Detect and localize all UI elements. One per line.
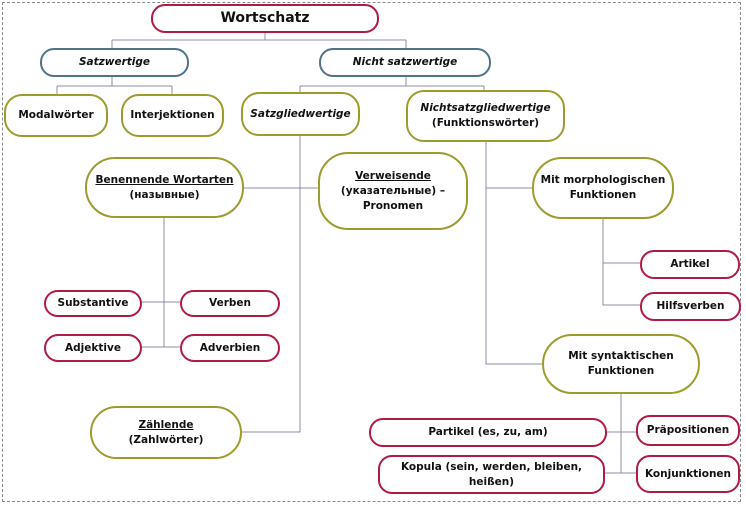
node-interjektionen: Interjektionen	[121, 94, 224, 137]
node-satzgliedwertige: Satzgliedwertige	[241, 92, 360, 136]
node-modalwoerter-label: Modalwörter	[18, 109, 94, 121]
node-nicht-satzwertige: Nicht satzwertige	[319, 48, 491, 77]
node-verben: Verben	[180, 290, 280, 317]
node-benennende-wortarten: Benennende Wortarten (назывные)	[85, 157, 244, 218]
node-wortschatz-label: Wortschatz	[220, 10, 310, 26]
node-benennende-line1: Benennende Wortarten	[95, 173, 234, 186]
node-wortschatz: Wortschatz	[151, 4, 379, 33]
node-morph-line2: Funktionen	[569, 189, 637, 201]
node-verben-label: Verben	[209, 297, 251, 309]
node-substantive: Substantive	[44, 290, 142, 317]
connector-root	[111, 33, 407, 48]
connector-satzwertige	[56, 77, 173, 94]
node-synt-line1: Mit syntaktischen	[568, 350, 674, 362]
node-konjunktionen-label: Konjunktionen	[644, 467, 732, 480]
node-satzwertige: Satzwertige	[40, 48, 189, 77]
node-nichtsatzgliedwertige-line2: (Funktionswörter)	[431, 117, 540, 129]
node-satzwertige-label: Satzwertige	[78, 56, 151, 68]
connector-nichtsatz-trunk	[485, 142, 542, 365]
node-benennende-line2: (назывные)	[129, 188, 200, 201]
node-zaehlende: Zählende (Zahlwörter)	[90, 406, 242, 459]
node-adjektive: Adjektive	[44, 334, 142, 362]
connector-satzgliedwertige-trunk	[242, 136, 301, 433]
node-verweisende-line3: Pronomen	[362, 199, 424, 212]
node-hilfsverben-label: Hilfsverben	[656, 300, 725, 312]
node-verweisende: Verweisende (указательные) – Pronomen	[318, 152, 468, 230]
node-artikel: Artikel	[640, 250, 740, 279]
node-partikel: Partikel (es, zu, am)	[369, 418, 607, 447]
node-substantive-label: Substantive	[57, 297, 129, 309]
connector-wortarten	[142, 218, 180, 348]
node-morph-line1: Mit morphologischen	[540, 174, 666, 186]
node-modalwoerter: Modalwörter	[4, 94, 108, 137]
node-artikel-label: Artikel	[670, 258, 710, 270]
node-syntaktische-funktionen: Mit syntaktischen Funktionen	[542, 334, 700, 394]
node-adverbien: Adverbien	[180, 334, 280, 362]
node-zaehlende-line1: Zählende	[138, 418, 194, 431]
node-partikel-label: Partikel (es, zu, am)	[428, 426, 548, 438]
connector-nicht-satzwertige	[299, 77, 485, 94]
node-konjunktionen: Konjunktionen	[636, 455, 740, 493]
node-zaehlende-line2: (Zahlwörter)	[128, 433, 204, 446]
connector-synt-children	[605, 394, 636, 474]
node-kopula: Kopula (sein, werden, bleiben, heißen)	[378, 455, 605, 494]
node-nicht-satzwertige-label: Nicht satzwertige	[352, 56, 458, 68]
node-synt-line2: Funktionen	[587, 365, 655, 377]
node-satzgliedwertige-label: Satzgliedwertige	[250, 107, 351, 120]
node-praepositionen-label: Präpositionen	[646, 424, 730, 436]
node-kopula-label: Kopula (sein, werden, bleiben, heißen)	[400, 460, 583, 488]
node-adjektive-label: Adjektive	[65, 341, 121, 354]
node-verweisende-line2: (указательные) –	[340, 184, 446, 197]
node-nichtsatzgliedwertige: Nichtsatzgliedwertige (Funktionswörter)	[406, 90, 565, 142]
node-nichtsatzgliedwertige-line1: Nichtsatzgliedwertige	[420, 102, 551, 114]
connector-morph-children	[602, 219, 640, 306]
node-interjektionen-label: Interjektionen	[130, 109, 215, 121]
node-verweisende-line1: Verweisende	[355, 169, 431, 182]
node-morphologische-funktionen: Mit morphologischen Funktionen	[532, 157, 674, 219]
node-hilfsverben: Hilfsverben	[640, 292, 741, 321]
node-adverbien-label: Adverbien	[199, 341, 261, 354]
node-praepositionen: Präpositionen	[636, 415, 740, 446]
diagram-frame	[2, 2, 741, 502]
